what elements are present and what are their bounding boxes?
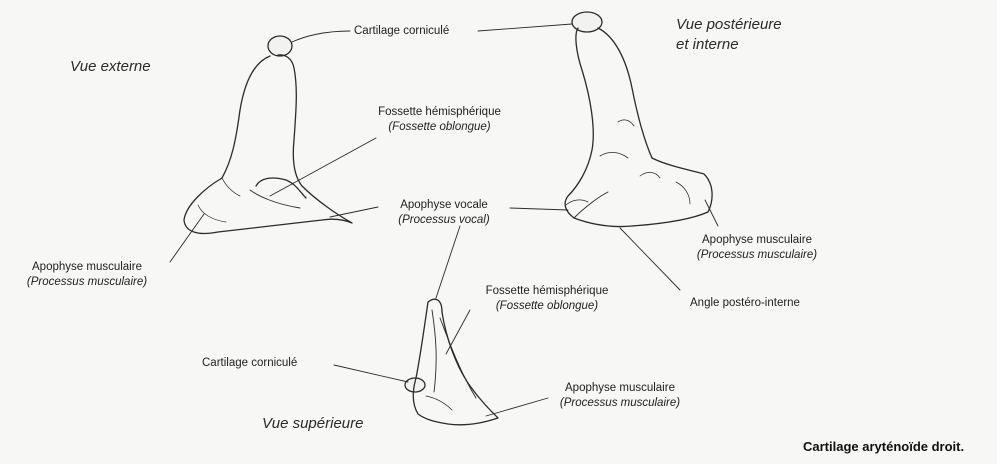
superior-view-outline xyxy=(413,299,498,425)
view-title-superieure: Vue supérieure xyxy=(262,414,363,433)
label-apophyse-musculaire-bottom: Apophyse musculaire xyxy=(540,381,700,395)
label-processus-musculaire-bottom: (Processus musculaire) xyxy=(540,396,700,410)
label-apophyse-vocale: Apophyse vocale xyxy=(384,198,504,212)
label-fossette-hemispherique-1: Fossette hémisphérique xyxy=(352,105,527,119)
label-processus-musculaire-right: (Processus musculaire) xyxy=(682,248,832,262)
label-cartilage-cornicule-top: Cartilage corniculé xyxy=(354,24,449,38)
corniculate-cartilage-external xyxy=(268,36,292,56)
label-apophyse-musculaire-left: Apophyse musculaire xyxy=(4,260,170,274)
figure-caption: Cartilage aryténoïde droit. xyxy=(803,439,964,454)
label-processus-musculaire-left: (Processus musculaire) xyxy=(4,275,170,289)
corniculate-cartilage-posterior xyxy=(572,12,602,32)
label-angle-postero-interne: Angle postéro-interne xyxy=(690,296,800,310)
label-fossette-hemispherique-2: Fossette hémisphérique xyxy=(462,284,632,298)
label-cartilage-cornicule-bottom: Cartilage corniculé xyxy=(202,356,297,370)
superior-view-cartilage xyxy=(405,299,498,425)
view-title-externe: Vue externe xyxy=(70,57,151,76)
label-processus-vocal: (Processus vocal) xyxy=(384,213,504,227)
label-fossette-oblongue-2: (Fossette oblongue) xyxy=(462,299,632,313)
posterior-view-outline xyxy=(565,28,712,227)
label-apophyse-musculaire-right: Apophyse musculaire xyxy=(682,233,832,247)
view-title-posterieure-line1: Vue postérieure xyxy=(676,15,782,34)
view-title-posterieure-line2: et interne xyxy=(676,35,739,54)
external-view-outline xyxy=(184,55,352,234)
label-fossette-oblongue-1: (Fossette oblongue) xyxy=(352,120,527,134)
external-view-cartilage xyxy=(184,36,352,234)
